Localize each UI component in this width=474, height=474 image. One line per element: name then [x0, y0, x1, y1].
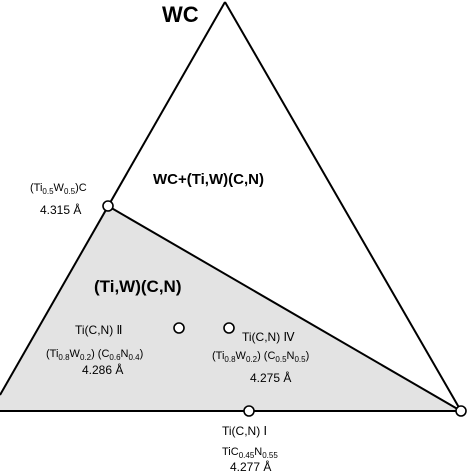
point-marker-left-edge: [102, 200, 114, 212]
point-marker-sample-ii: [173, 322, 185, 334]
sample-i-lattice: 4.277 Å: [230, 459, 271, 474]
point-marker-sample-iv: [223, 322, 235, 334]
region-shaded: [0, 206, 461, 411]
point-marker-tin-corner: [455, 405, 467, 417]
sample-ii-formula: (Ti0.8W0.2) (C0.6N0.4): [46, 348, 143, 362]
sample-iv-name: Ti(C,N) Ⅳ: [242, 330, 295, 344]
sample-ii-lattice: 4.286 Å: [82, 362, 123, 377]
region-label-upper: WC+(Ti,W)(C,N): [153, 171, 264, 188]
sample-i-name: Ti(C,N) Ⅰ: [222, 424, 267, 438]
sample-iv-lattice: 4.275 Å: [250, 370, 291, 385]
left-edge-formula: (Ti0.5W0.5)C: [30, 182, 87, 196]
triangle-left-edge: [0, 1, 226, 396]
vertex-label-wc: WC: [162, 2, 199, 27]
point-marker-sample-i: [243, 405, 255, 417]
left-edge-lattice: 4.315 Å: [40, 202, 81, 217]
region-label-lower: (Ti,W)(C,N): [94, 277, 182, 296]
sample-ii-name: Ti(C,N) Ⅱ: [75, 323, 122, 337]
sample-iv-formula: (Ti0.8W0.2) (C0.5N0.5): [212, 350, 309, 364]
sample-i-formula: TiC0.45N0.55: [222, 446, 278, 460]
phase-boundary-line: [107, 205, 462, 412]
triangle-right-edge: [224, 1, 462, 412]
